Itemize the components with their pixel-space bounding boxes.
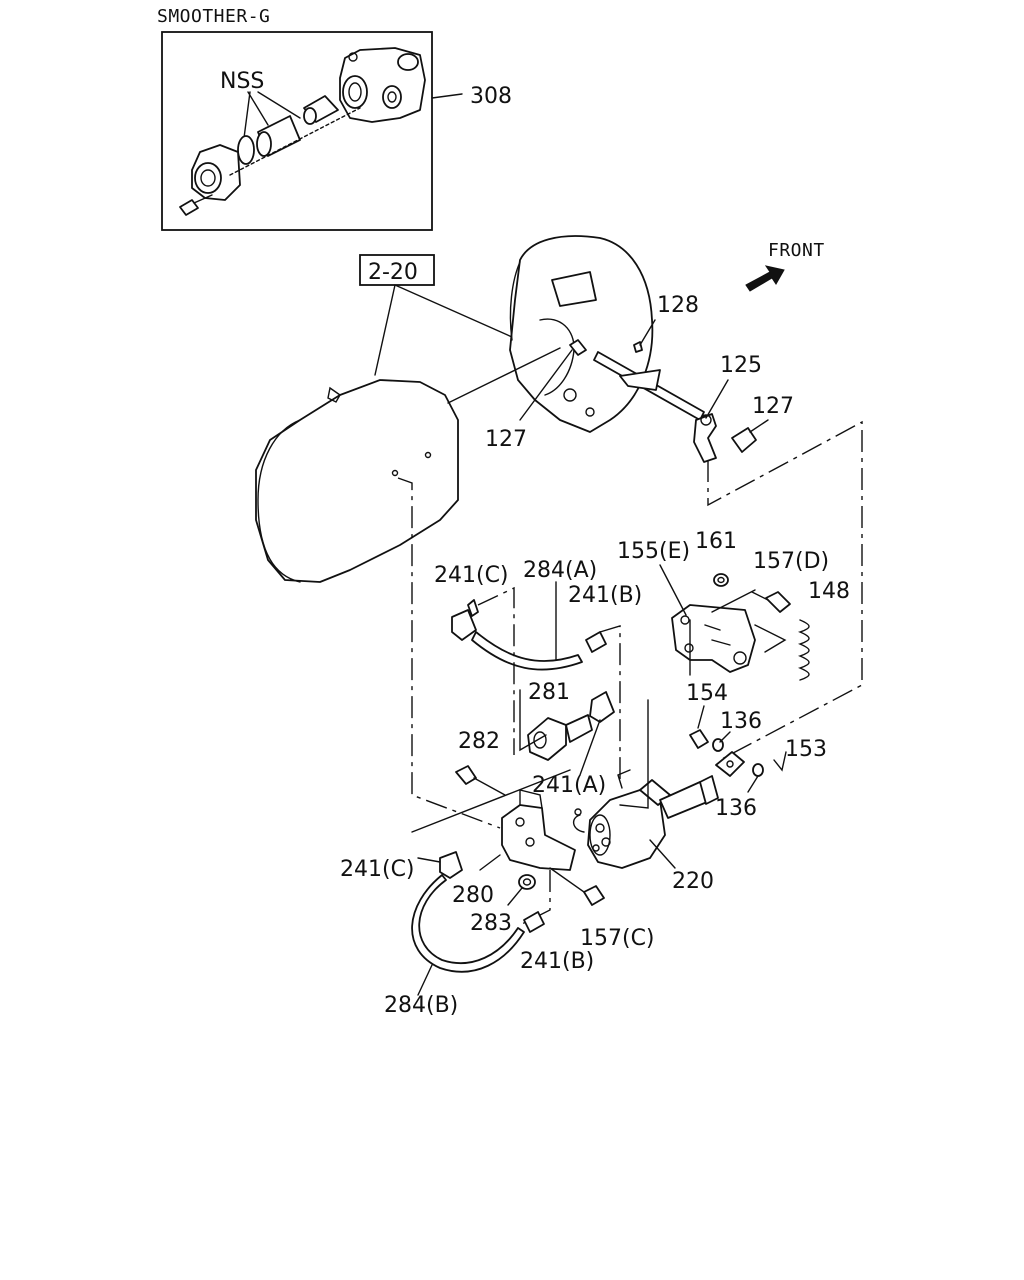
callout-127-right: 127 <box>752 394 794 419</box>
callout-282: 282 <box>458 729 500 754</box>
callout-220: 220 <box>672 869 714 894</box>
ref-2-20-box <box>359 254 435 286</box>
callout-241c-top: 241(C) <box>434 563 509 588</box>
smoother-flange[interactable] <box>191 144 241 201</box>
callout-125: 125 <box>720 353 762 378</box>
spring-148[interactable] <box>798 619 810 681</box>
hose-284a[interactable] <box>471 631 583 671</box>
callout-283: 283 <box>470 911 512 936</box>
callout-153: 153 <box>785 737 827 762</box>
fitting-241b-top[interactable] <box>585 631 607 653</box>
callout-155e: 155(E) <box>617 539 690 564</box>
elbow-241a[interactable] <box>589 691 615 723</box>
bolt-282[interactable] <box>455 765 477 785</box>
callout-148: 148 <box>808 579 850 604</box>
inset-bolt[interactable] <box>179 194 213 216</box>
callout-241a: 241(A) <box>532 773 606 798</box>
callout-308: 308 <box>470 84 512 109</box>
callout-280: 280 <box>452 883 494 908</box>
callout-154: 154 <box>686 681 728 706</box>
smoother-housing[interactable] <box>339 47 426 123</box>
bracket-155e[interactable] <box>671 604 756 673</box>
front-arrow-icon <box>745 265 785 292</box>
callout-284b: 284(B) <box>384 993 458 1018</box>
elbow-241c-bottom[interactable] <box>439 851 463 879</box>
clevis-153[interactable] <box>715 751 745 777</box>
transmission-case[interactable] <box>255 379 459 583</box>
nut-283[interactable] <box>518 874 536 890</box>
callout-157d: 157(D) <box>753 549 829 574</box>
callout-128: 128 <box>657 293 699 318</box>
bolt-157c[interactable] <box>583 885 605 906</box>
bolt-127-right[interactable] <box>731 427 757 453</box>
hose-284b[interactable] <box>411 874 525 973</box>
actuator-220[interactable] <box>573 769 719 869</box>
inset-frame <box>161 31 433 231</box>
callout-241b-top: 241(B) <box>568 583 642 608</box>
callout-241c-bottom: 241(C) <box>340 857 415 882</box>
ref-2-20-label: 2-20 <box>368 260 418 285</box>
callout-281: 281 <box>528 680 570 705</box>
callout-284a: 284(A) <box>523 558 597 583</box>
ref-2-20[interactable]: 2-20 <box>359 254 435 286</box>
callout-136-bottom: 136 <box>715 796 757 821</box>
valve-281[interactable] <box>527 714 593 761</box>
front-label: FRONT <box>768 240 825 261</box>
bolt-157d[interactable] <box>751 591 791 613</box>
callout-161: 161 <box>695 529 737 554</box>
o-ring[interactable] <box>237 135 255 165</box>
callout-127-left: 127 <box>485 427 527 452</box>
shift-shaft-assembly[interactable] <box>569 339 757 463</box>
bushing[interactable] <box>303 95 339 125</box>
smoother-inset: NSS <box>161 31 433 231</box>
sleeve-tube[interactable] <box>256 115 301 157</box>
lever-125[interactable] <box>693 413 717 463</box>
callout-241b-bottom: 241(B) <box>520 949 594 974</box>
bolt-154[interactable] <box>689 729 709 749</box>
bracket-280[interactable] <box>501 789 576 871</box>
flywheel-housing[interactable] <box>509 235 654 433</box>
nut-161[interactable] <box>713 573 729 587</box>
washer-136-bottom[interactable] <box>752 763 764 777</box>
bolt-127-left[interactable] <box>569 339 587 356</box>
callout-157c: 157(C) <box>580 926 655 951</box>
callout-136-top: 136 <box>720 709 762 734</box>
model-label: SMOOTHER-G <box>157 6 270 27</box>
elbow-241c-top[interactable] <box>451 599 479 641</box>
nss-label: NSS <box>220 69 264 94</box>
fitting-241b-bottom[interactable] <box>523 911 545 933</box>
